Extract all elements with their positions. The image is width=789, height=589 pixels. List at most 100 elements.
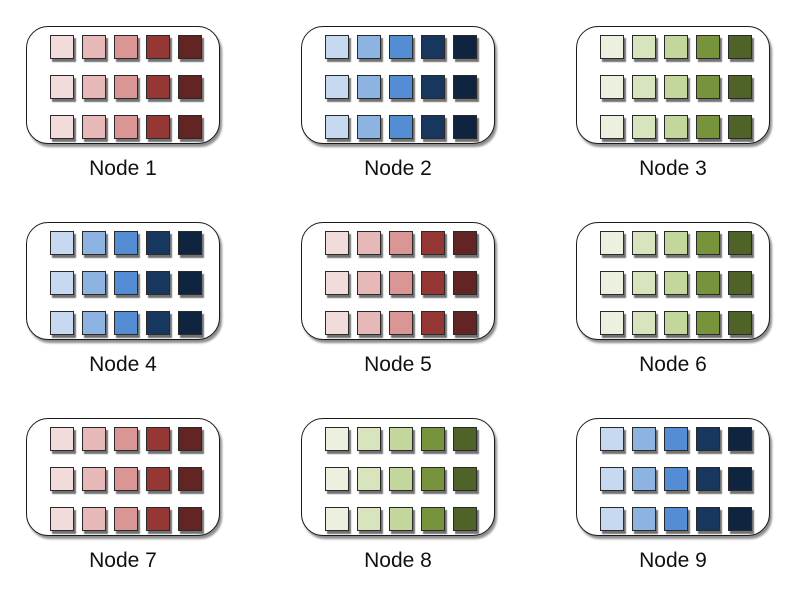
block-grid — [325, 231, 477, 335]
color-block — [325, 467, 349, 491]
node-3: Node 3 — [576, 26, 772, 197]
block-grid — [600, 231, 752, 335]
color-block — [146, 507, 170, 531]
color-block — [82, 231, 106, 255]
color-block — [632, 467, 656, 491]
color-block — [728, 507, 752, 531]
block-grid — [600, 35, 752, 139]
color-block — [50, 271, 74, 295]
color-block — [728, 427, 752, 451]
color-block — [664, 271, 688, 295]
color-block — [728, 311, 752, 335]
block-grid — [325, 35, 477, 139]
color-block — [325, 311, 349, 335]
color-block — [453, 271, 477, 295]
color-block — [357, 115, 381, 139]
color-block — [664, 467, 688, 491]
color-block — [114, 35, 138, 59]
color-block — [114, 271, 138, 295]
color-block — [453, 75, 477, 99]
color-block — [453, 115, 477, 139]
node-label: Node 2 — [364, 157, 432, 180]
color-block — [357, 311, 381, 335]
node-4: Node 4 — [26, 222, 222, 393]
color-block — [146, 75, 170, 99]
node-label: Node 9 — [639, 549, 707, 572]
color-block — [421, 271, 445, 295]
color-block — [728, 115, 752, 139]
color-block — [82, 271, 106, 295]
color-block — [50, 75, 74, 99]
node-label: Node 7 — [89, 549, 157, 572]
color-block — [114, 115, 138, 139]
color-block — [389, 271, 413, 295]
node-6: Node 6 — [576, 222, 772, 393]
node-2: Node 2 — [301, 26, 497, 197]
color-block — [389, 115, 413, 139]
color-block — [600, 507, 624, 531]
color-block — [453, 427, 477, 451]
color-block — [600, 271, 624, 295]
color-block — [664, 231, 688, 255]
color-block — [325, 35, 349, 59]
color-block — [600, 311, 624, 335]
color-block — [325, 271, 349, 295]
block-grid — [50, 35, 202, 139]
color-block — [178, 427, 202, 451]
color-block — [632, 311, 656, 335]
color-block — [389, 35, 413, 59]
color-block — [82, 427, 106, 451]
color-block — [146, 311, 170, 335]
color-block — [50, 35, 74, 59]
color-block — [389, 427, 413, 451]
node-container — [26, 26, 220, 144]
color-block — [664, 75, 688, 99]
color-block — [114, 231, 138, 255]
color-block — [325, 427, 349, 451]
color-block — [357, 75, 381, 99]
color-block — [453, 231, 477, 255]
color-block — [632, 507, 656, 531]
color-block — [696, 75, 720, 99]
color-block — [696, 427, 720, 451]
node-container — [576, 418, 770, 536]
color-block — [178, 311, 202, 335]
color-block — [114, 467, 138, 491]
color-block — [728, 467, 752, 491]
color-block — [728, 75, 752, 99]
node-label: Node 5 — [364, 353, 432, 376]
color-block — [728, 271, 752, 295]
color-block — [421, 75, 445, 99]
color-block — [146, 271, 170, 295]
block-grid — [50, 427, 202, 531]
color-block — [600, 231, 624, 255]
color-block — [664, 507, 688, 531]
color-block — [325, 507, 349, 531]
color-block — [453, 311, 477, 335]
color-block — [146, 35, 170, 59]
color-block — [421, 311, 445, 335]
color-block — [600, 35, 624, 59]
color-block — [178, 115, 202, 139]
color-block — [325, 231, 349, 255]
color-block — [146, 467, 170, 491]
node-8: Node 8 — [301, 418, 497, 589]
color-block — [664, 311, 688, 335]
color-block — [357, 467, 381, 491]
color-block — [146, 427, 170, 451]
color-block — [178, 231, 202, 255]
node-container — [26, 222, 220, 340]
node-1: Node 1 — [26, 26, 222, 197]
color-block — [50, 467, 74, 491]
color-block — [696, 467, 720, 491]
color-block — [82, 35, 106, 59]
color-block — [632, 75, 656, 99]
color-block — [50, 311, 74, 335]
color-block — [325, 75, 349, 99]
color-block — [632, 35, 656, 59]
color-block — [389, 467, 413, 491]
color-block — [696, 507, 720, 531]
color-block — [357, 507, 381, 531]
color-block — [389, 75, 413, 99]
node-container — [301, 222, 495, 340]
